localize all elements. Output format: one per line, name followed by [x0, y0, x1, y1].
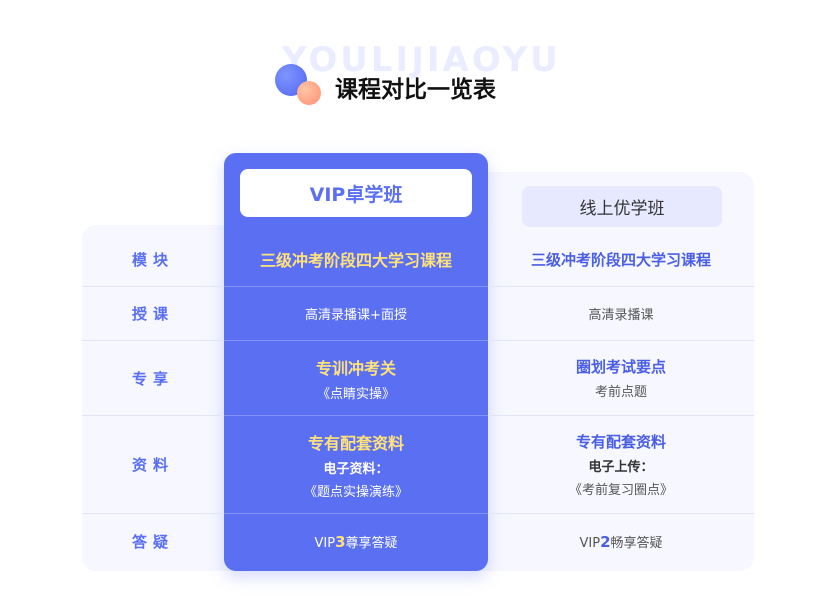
online-exclusive-sub: 考前点题 — [594, 385, 647, 400]
row-qa: 答疑 VIP3尊享答疑 VIP2畅享答疑 — [82, 514, 754, 568]
online-class-header: 线上优学班 — [522, 186, 722, 227]
vip-qa-num: 3 — [335, 532, 346, 551]
vip-lecture-text: 高清录播课+面授 — [305, 308, 407, 323]
vip-materials-cell: 专有配套资料 电子资料： 《题点实操演练》 — [224, 416, 488, 513]
divider — [224, 513, 488, 514]
vip-lecture-cell: 高清录播课+面授 — [224, 287, 488, 340]
online-materials-main: 专有配套资料 — [575, 433, 666, 451]
row-label-qa: 答疑 — [131, 532, 174, 551]
row-label-lecture: 授课 — [131, 305, 174, 323]
page-title: 课程对比一览表 — [335, 77, 496, 103]
vip-exclusive-sub: 《点睛实操》 — [316, 386, 395, 402]
vip-qa-cell: VIP3尊享答疑 — [224, 514, 488, 568]
online-qa-text: VIP2畅享答疑 — [579, 532, 662, 551]
vip-qa-prefix: VIP — [314, 535, 336, 551]
online-lecture-text: 高清录播课 — [588, 308, 654, 323]
watermark-text: YOULIJIAOYU — [282, 40, 561, 80]
online-module-cell: 三级冲考阶段四大学习课程 — [488, 232, 754, 286]
online-exclusive-main: 圈划考试要点 — [575, 358, 666, 376]
divider — [82, 415, 224, 416]
vip-materials-main: 专有配套资料 — [307, 433, 404, 453]
vip-exclusive-cell: 专训冲考关 《点睛实操》 — [224, 341, 488, 415]
online-qa-prefix: VIP — [579, 535, 601, 551]
vip-qa-suffix: 尊享答疑 — [345, 535, 398, 551]
row-label-exclusive: 专享 — [131, 369, 174, 388]
divider — [224, 286, 488, 287]
header: YOULIJIAOYU 课程对比一览表 — [0, 0, 840, 130]
divider — [82, 286, 224, 287]
row-label-module: 模块 — [131, 250, 174, 269]
divider — [488, 340, 754, 341]
online-materials-sub2: 《考前复习圈点》 — [568, 483, 673, 498]
row-exclusive: 专享 专训冲考关 《点睛实操》 圈划考试要点 考前点题 — [82, 341, 754, 415]
row-lecture: 授课 高清录播课+面授 高清录播课 — [82, 287, 754, 340]
online-module-text: 三级冲考阶段四大学习课程 — [530, 250, 711, 269]
decor-circle-orange-icon — [297, 81, 321, 105]
divider — [82, 340, 224, 341]
vip-module-text: 三级冲考阶段四大学习课程 — [259, 251, 452, 270]
vip-module-cell: 三级冲考阶段四大学习课程 — [224, 232, 488, 286]
online-qa-cell: VIP2畅享答疑 — [488, 514, 754, 568]
online-exclusive-cell: 圈划考试要点 考前点题 — [488, 341, 754, 415]
online-materials-sub1: 电子上传： — [588, 460, 654, 475]
vip-column-bg — [224, 153, 488, 571]
divider — [82, 513, 224, 514]
row-label-materials: 资料 — [131, 456, 174, 474]
online-column-bg — [470, 172, 754, 571]
divider — [488, 513, 754, 514]
vip-exclusive-main: 专训冲考关 — [315, 358, 396, 378]
online-lecture-cell: 高清录播课 — [488, 287, 754, 340]
vip-class-header: VIP卓学班 — [240, 169, 472, 217]
vip-materials-sub1: 电子资料： — [323, 461, 389, 477]
online-qa-num: 2 — [600, 532, 611, 551]
divider — [224, 340, 488, 341]
vip-qa-text: VIP3尊享答疑 — [314, 532, 397, 551]
online-qa-suffix: 畅享答疑 — [610, 535, 663, 551]
online-materials-cell: 专有配套资料 电子上传： 《考前复习圈点》 — [488, 416, 754, 513]
divider — [488, 286, 754, 287]
divider — [488, 415, 754, 416]
row-module: 模块 三级冲考阶段四大学习课程 三级冲考阶段四大学习课程 — [82, 232, 754, 286]
vip-materials-sub2: 《题点实操演练》 — [303, 484, 408, 500]
row-materials: 资料 专有配套资料 电子资料： 《题点实操演练》 专有配套资料 电子上传： 《考… — [82, 416, 754, 513]
divider — [224, 415, 488, 416]
